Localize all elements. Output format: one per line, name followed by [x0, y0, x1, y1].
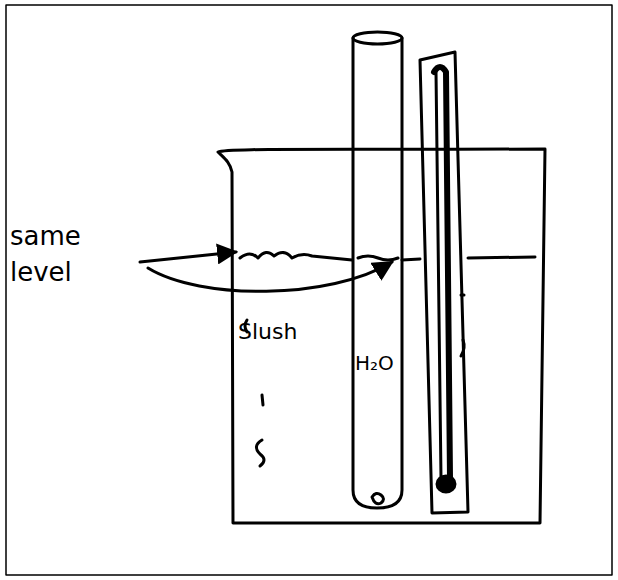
ice-chip: [372, 493, 384, 503]
thermometer-stem: [434, 67, 450, 478]
water-label: H₂O: [355, 350, 401, 376]
thermometer-sleeve: [420, 52, 468, 513]
test-tube: [353, 38, 402, 508]
test-tube-mouth: [353, 32, 402, 44]
thermometer-bulb: [437, 476, 455, 492]
slush-surface: [240, 252, 535, 260]
leader-arrow: [148, 262, 392, 291]
frame-border: [6, 5, 612, 575]
leader-arrow: [140, 252, 236, 262]
slush-label: Slush: [238, 318, 338, 346]
sleeve-marks: [461, 295, 464, 356]
level-callout: same level: [10, 218, 90, 290]
slush-mark: [262, 395, 263, 405]
beaker-outline: [218, 149, 545, 523]
slush-mark: [256, 440, 264, 466]
thermometer-stem: [436, 72, 441, 478]
water-surface: [358, 256, 398, 260]
